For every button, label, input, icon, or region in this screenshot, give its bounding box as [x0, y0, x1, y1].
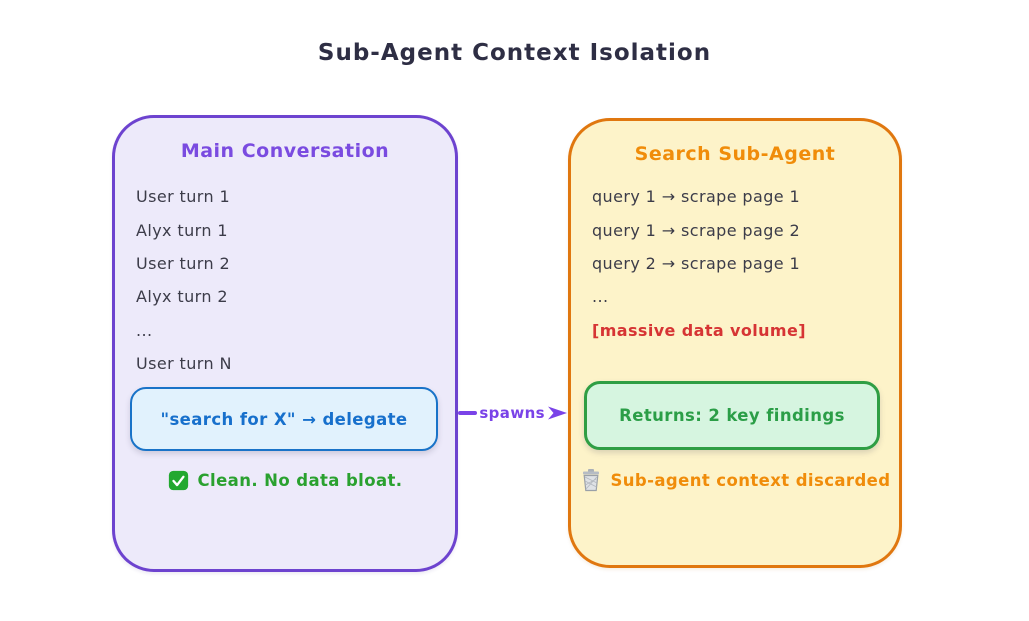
data-volume-warning: [massive data volume]: [592, 320, 806, 340]
list-item: query 2 → scrape page 1: [592, 253, 801, 273]
returns-callout-box: Returns: 2 key findings: [584, 381, 880, 450]
main-box-title: Main Conversation: [180, 140, 390, 162]
list-item: query 1 → scrape page 2: [592, 220, 801, 240]
ellipsis-item: ...: [136, 320, 153, 340]
subagent-query-list: query 1 → scrape page 1 query 1 → scrape…: [592, 180, 885, 347]
arrow-line: [458, 411, 478, 415]
main-status-line: Clean. No data bloat.: [115, 470, 455, 491]
list-item: Alyx turn 2: [136, 287, 228, 307]
list-item: Alyx turn 1: [136, 220, 228, 240]
delegate-label: "search for X" → delegate: [160, 409, 408, 429]
check-icon: [168, 470, 189, 491]
main-conversation-box: Main Conversation User turn 1 Alyx turn …: [112, 115, 458, 572]
spawns-label: spawns: [479, 404, 545, 422]
search-subagent-box: Search Sub-Agent query 1 → scrape page 1…: [568, 118, 902, 568]
arrowhead-icon: [547, 404, 568, 422]
main-turn-list: User turn 1 Alyx turn 1 User turn 2 Alyx…: [136, 180, 441, 380]
trash-icon: [580, 468, 602, 492]
main-status-text: Clean. No data bloat.: [197, 471, 403, 490]
returns-label: Returns: 2 key findings: [619, 406, 845, 425]
page-title: Sub-Agent Context Isolation: [317, 40, 712, 66]
list-item: query 1 → scrape page 1: [592, 187, 801, 207]
subagent-box-title: Search Sub-Agent: [634, 143, 836, 165]
delegate-callout-box: "search for X" → delegate: [130, 387, 438, 451]
list-item: User turn N: [136, 354, 232, 374]
spawns-connector: spawns: [458, 401, 568, 425]
list-item: User turn 2: [136, 253, 231, 273]
list-item: User turn 1: [136, 187, 231, 207]
subagent-status-line: Sub-agent context discarded: [571, 468, 899, 492]
ellipsis-item: ...: [592, 287, 609, 307]
subagent-status-text: Sub-agent context discarded: [610, 470, 891, 490]
